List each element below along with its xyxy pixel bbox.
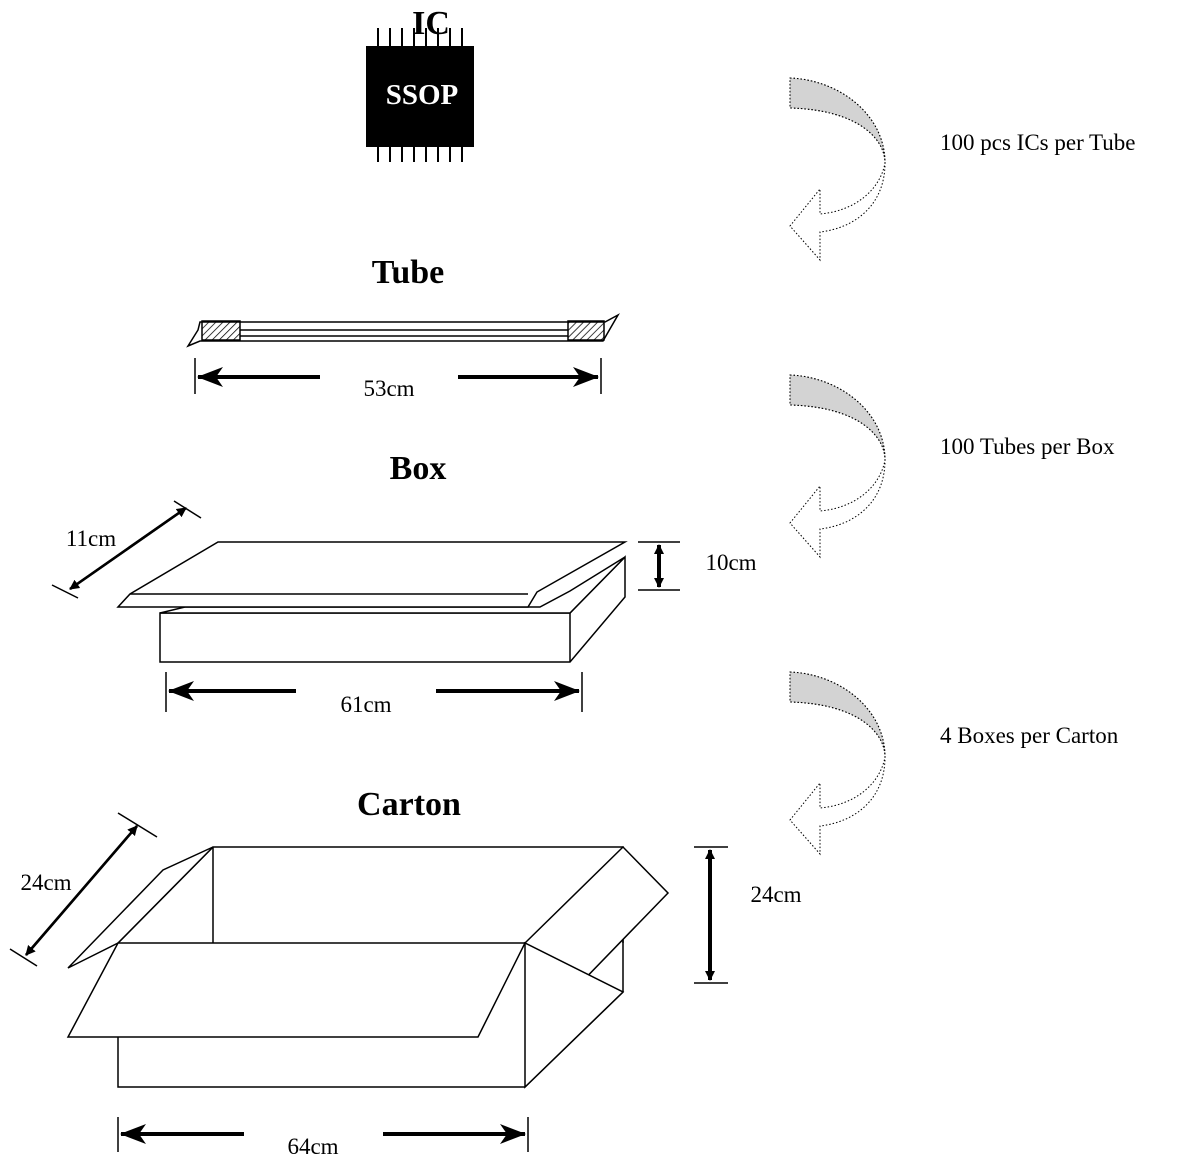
step-arrow-2-icon: [789, 374, 886, 559]
carton-title: Carton: [357, 786, 461, 823]
tube-icon: [186, 313, 620, 348]
carton-depth-dimension: [9, 812, 158, 967]
step-arrow-3-icon: [789, 671, 886, 856]
ic-chip-icon: [366, 28, 474, 162]
box-height-dimension: [638, 541, 680, 591]
box-height-label: 10cm: [705, 550, 756, 575]
box-depth-dimension: [51, 500, 202, 599]
carton-depth-label: 24cm: [20, 870, 71, 895]
box-length-label: 61cm: [340, 692, 391, 717]
carton-height-dimension: [694, 846, 728, 984]
ic-package-label: SSOP: [386, 79, 459, 111]
step-3-label: 4 Boxes per Carton: [940, 723, 1119, 748]
carton-length-dimension: [117, 1117, 529, 1152]
box-title: Box: [390, 450, 447, 487]
tube-length-label: 53cm: [363, 376, 414, 401]
carton-height-label: 24cm: [750, 882, 801, 907]
step-1-label: 100 pcs ICs per Tube: [940, 130, 1136, 155]
ic-title: IC: [412, 5, 450, 42]
box-icon: [116, 541, 628, 663]
carton-icon: [66, 845, 670, 1089]
box-length-dimension: [165, 672, 583, 712]
tube-length-dimension: [194, 358, 602, 394]
tube-title: Tube: [372, 254, 444, 291]
step-arrow-1-icon: [789, 77, 886, 262]
box-depth-label: 11cm: [66, 526, 116, 551]
step-2-label: 100 Tubes per Box: [940, 434, 1115, 459]
carton-length-label: 64cm: [287, 1134, 338, 1157]
